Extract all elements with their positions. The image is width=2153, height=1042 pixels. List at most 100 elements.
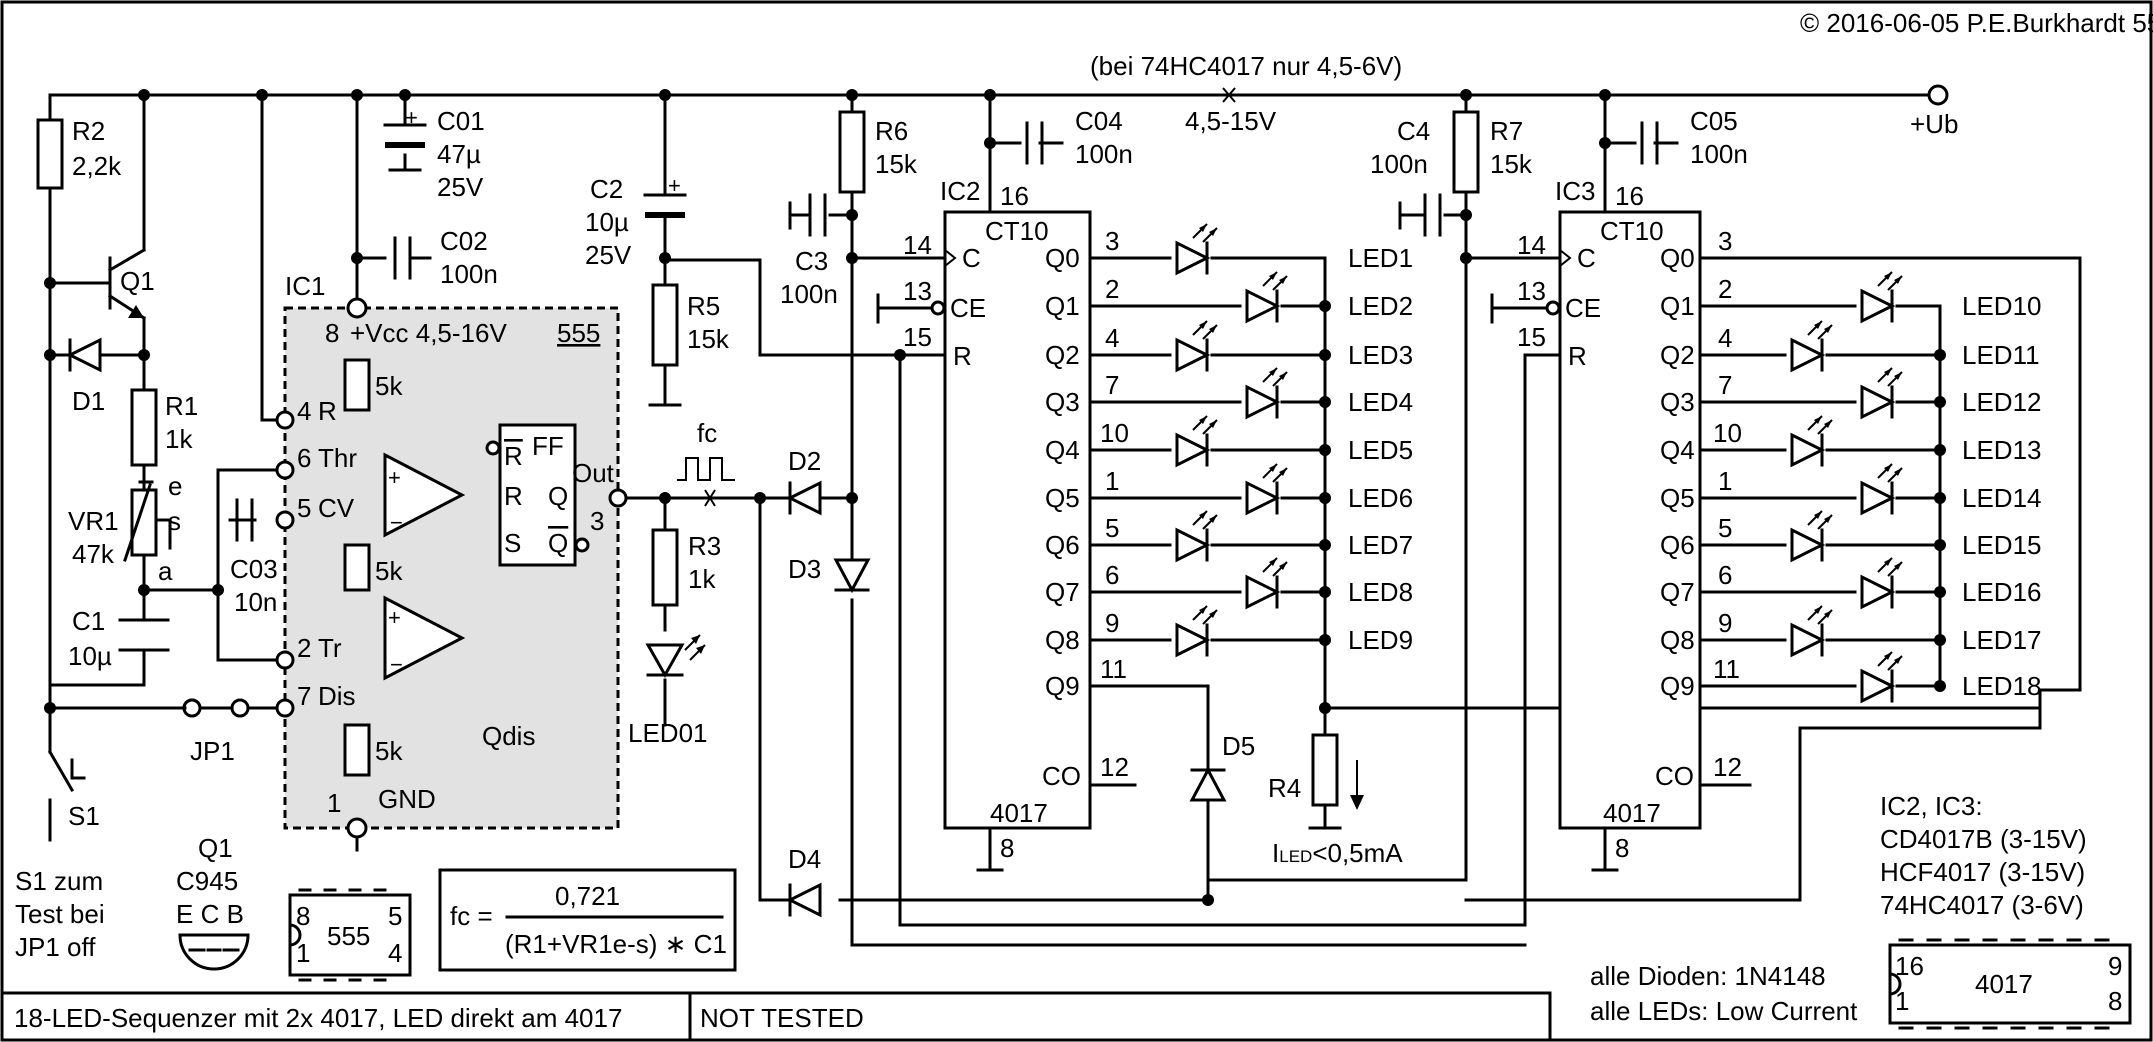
led4-label: LED4 xyxy=(1348,387,1413,417)
ic3-q8-pin: 9 xyxy=(1718,608,1732,638)
ic1-gnd-label: GND xyxy=(378,784,436,814)
ic2-pin-vcc: 16 xyxy=(1000,181,1029,211)
ic3-q2-pin: 4 xyxy=(1718,323,1732,353)
vr1-potentiometer xyxy=(123,480,172,562)
c04-capacitor xyxy=(1025,121,1044,165)
c03-ref: C03 xyxy=(230,554,278,584)
ic2-q1-pin: 2 xyxy=(1105,274,1119,304)
ic2-pin15-num: 15 xyxy=(903,322,932,352)
c1-value: 10µ xyxy=(68,641,112,671)
led11-label: LED11 xyxy=(1962,340,2040,370)
d3-ref: D3 xyxy=(788,554,821,584)
c02-ref: C02 xyxy=(440,226,488,256)
ic3-outputs: Q0 3 Q1 2 Q2 4 Q3 7 Q4 10 Q5 1 Q6 5 Q7 6… xyxy=(1655,226,1742,791)
c4-value: 100n xyxy=(1370,149,1428,179)
svg-text:+: + xyxy=(388,465,401,490)
ic1-divider-r3-value: 5k xyxy=(375,736,403,766)
formula-numerator: 0,721 xyxy=(555,881,620,911)
led3-label: LED3 xyxy=(1348,340,1413,370)
dip16-p16: 16 xyxy=(1895,951,1924,981)
dip16-p1: 1 xyxy=(1895,986,1909,1016)
ic2-header: CT10 xyxy=(985,216,1049,246)
wiring xyxy=(47,84,2082,947)
s1-note-3: JP1 off xyxy=(15,932,96,962)
led6-label: LED6 xyxy=(1348,483,1413,513)
fc-label: fc xyxy=(697,418,717,448)
ic2-co: CO xyxy=(1042,761,1081,791)
ic2-body xyxy=(943,210,1092,830)
r1-ref: R1 xyxy=(165,391,198,421)
vr1-pin-e: e xyxy=(168,471,182,501)
led5-label: LED5 xyxy=(1348,435,1413,465)
c3-ref: C3 xyxy=(795,246,828,276)
r3-resistor xyxy=(651,528,679,607)
ic3-body xyxy=(1558,210,1702,830)
d2-diode xyxy=(758,480,822,516)
ic2-pin15-name: R xyxy=(953,341,972,371)
led2-label: LED2 xyxy=(1348,291,1413,321)
ic3-pin15-name: R xyxy=(1568,341,1587,371)
ic1-pin6-num: 6 xyxy=(297,443,311,473)
ic2-co-pin: 12 xyxy=(1100,752,1129,782)
c01-value: 47µ xyxy=(437,139,481,169)
ic3-q9-pin: 11 xyxy=(1713,654,1740,684)
c4-capacitor xyxy=(1398,193,1442,237)
ic2-pin14-num: 14 xyxy=(903,230,932,260)
ic3-q3-pin: 7 xyxy=(1718,370,1732,400)
c01-capacitor: + xyxy=(383,105,427,148)
ic3-ref: IC3 xyxy=(1555,176,1595,206)
ic3-q7: Q7 xyxy=(1660,577,1695,607)
ic2-pin-gnd: 8 xyxy=(1000,833,1014,863)
ic2-q7: Q7 xyxy=(1045,577,1080,607)
dip8-p8: 8 xyxy=(296,901,310,931)
ic3-q2: Q2 xyxy=(1660,340,1695,370)
r6-value: 15k xyxy=(875,149,918,179)
ic1-pin2-name: Tr xyxy=(318,633,342,663)
ic1-ff-label: FF xyxy=(532,431,564,461)
ic2-pin13-num: 13 xyxy=(903,276,932,306)
ic2-q0-pin: 3 xyxy=(1105,226,1119,256)
svg-text:+: + xyxy=(388,605,401,630)
status: NOT TESTED xyxy=(700,1003,864,1033)
jp1-jumper[interactable] xyxy=(182,698,250,718)
led01-ref: LED01 xyxy=(628,718,708,748)
formula-box xyxy=(438,868,737,972)
r4-ref: R4 xyxy=(1268,773,1301,803)
ic1-pin8: 8 xyxy=(325,318,339,348)
ic3-q5: Q5 xyxy=(1660,483,1695,513)
ic3-led-labels: LED10 LED11 LED12 LED13 LED14 LED15 LED1… xyxy=(1962,291,2042,701)
ic1-ff-q: Q xyxy=(548,481,568,511)
ic3-part: 4017 xyxy=(1603,798,1661,828)
dip8-p5: 5 xyxy=(388,901,402,931)
to92-package-icon xyxy=(178,933,250,971)
vr1-value: 47k xyxy=(72,539,115,569)
ic3-q0: Q0 xyxy=(1660,243,1695,273)
ic1-pin2-num: 2 xyxy=(297,633,311,663)
s1-note-2: Test bei xyxy=(15,899,105,929)
ic-types-3: HCF4017 (3-15V) xyxy=(1880,857,2085,887)
c2-voltage: 25V xyxy=(585,240,632,270)
d1-ref: D1 xyxy=(72,386,105,416)
ic1-ff-s: S xyxy=(504,528,521,558)
ic3-co: CO xyxy=(1655,761,1694,791)
ic1-divider-r1-value: 5k xyxy=(375,371,403,401)
led18-label: LED18 xyxy=(1962,671,2042,701)
ic3-q4-pin: 10 xyxy=(1713,418,1742,448)
dip16-package-icon xyxy=(1888,938,2132,1030)
ic1-qdis-label: Qdis xyxy=(482,721,535,751)
c03-capacitor xyxy=(235,498,254,542)
ic2-q3: Q3 xyxy=(1045,387,1080,417)
jp1-ref: JP1 xyxy=(190,736,235,766)
q1-note-type: C945 xyxy=(176,866,238,896)
ic3-q1: Q1 xyxy=(1660,291,1695,321)
vr1-ref: VR1 xyxy=(68,506,119,536)
ic1-pin5-num: 5 xyxy=(297,493,311,523)
supply-terminal: +Ub xyxy=(1910,109,1958,139)
r5-value: 15k xyxy=(687,324,730,354)
ic1-pin4-name: R xyxy=(318,396,337,426)
dip16-name: 4017 xyxy=(1975,969,2033,999)
c05-value: 100n xyxy=(1690,139,1748,169)
title: 18-LED-Sequenzer mit 2x 4017, LED direkt… xyxy=(14,1003,622,1033)
ic3-q1-pin: 2 xyxy=(1718,274,1732,304)
